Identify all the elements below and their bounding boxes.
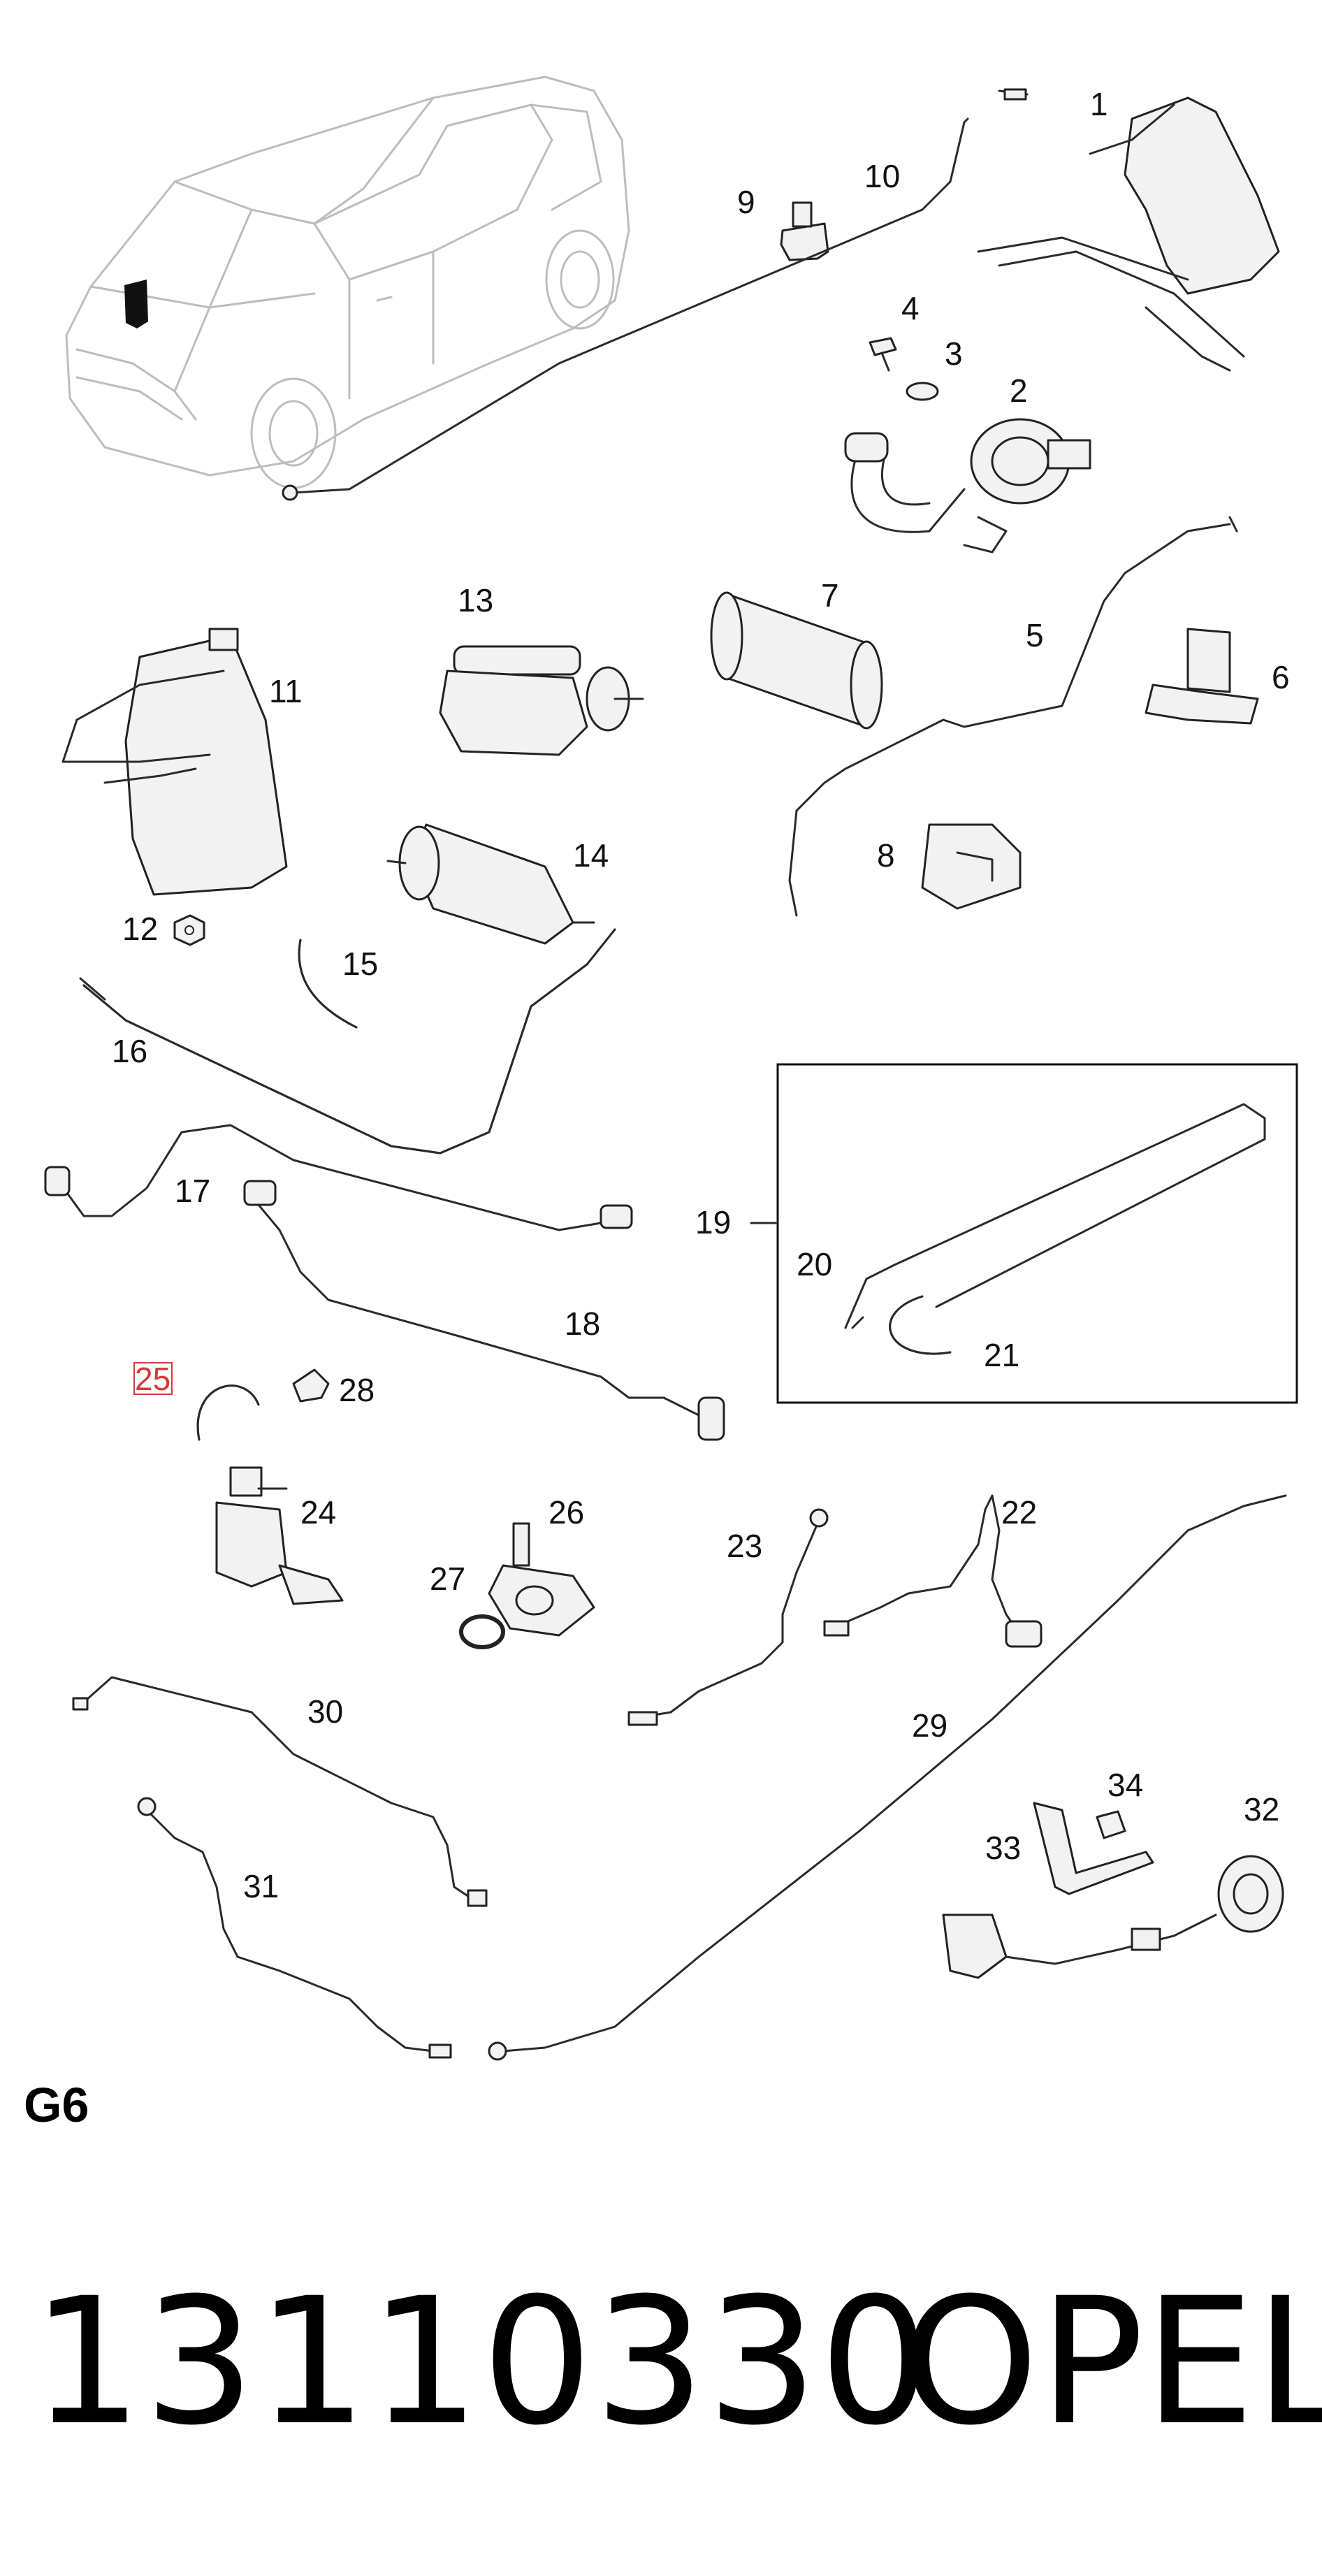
callout-24: 24 <box>300 1494 336 1531</box>
callout-29: 29 <box>912 1707 947 1744</box>
part-3-washer <box>906 382 939 401</box>
callout-33: 33 <box>985 1830 1021 1866</box>
callout-22: 22 <box>1001 1494 1037 1531</box>
callout-30: 30 <box>307 1693 343 1730</box>
part-16-pipe <box>79 928 616 1155</box>
location-marker-icon <box>124 280 148 328</box>
part-32-sensor <box>942 1855 1284 1979</box>
callout-3: 3 <box>945 335 963 372</box>
part-23-pipe <box>627 1508 829 1726</box>
callout-2: 2 <box>1010 372 1028 409</box>
group-code: G6 <box>24 2078 89 2132</box>
part-1-canister <box>977 88 1280 372</box>
part-12-nut <box>173 914 205 946</box>
part-8-clip <box>921 823 1022 910</box>
callout-25-highlight <box>133 1362 173 1395</box>
callout-31: 31 <box>243 1868 279 1904</box>
callout-26: 26 <box>549 1494 584 1531</box>
callout-4: 4 <box>901 290 920 326</box>
part-13-solenoid <box>439 645 644 756</box>
part-6-bracket <box>1145 628 1259 725</box>
group-19-box <box>750 1063 1298 1404</box>
callout-15: 15 <box>342 946 378 982</box>
callout-28: 28 <box>339 1372 375 1408</box>
part-34-screw <box>1096 1810 1126 1839</box>
callout-10: 10 <box>864 158 900 194</box>
callout-8: 8 <box>877 837 895 874</box>
part-24-valve <box>215 1466 344 1605</box>
part-29-pipe <box>488 1494 1287 2061</box>
callout-32: 32 <box>1244 1791 1279 1828</box>
part-2-valve <box>844 418 1091 553</box>
callout-20: 20 <box>797 1246 832 1282</box>
callout-12: 12 <box>122 911 158 947</box>
callout-25: 25 <box>135 1361 170 1397</box>
part-30-pipe <box>72 1676 488 1907</box>
callout-11: 11 <box>269 673 303 709</box>
part-7-filter <box>710 591 883 730</box>
callout-23: 23 <box>727 1528 762 1564</box>
callout-17: 17 <box>175 1173 210 1209</box>
callout-16: 16 <box>112 1033 147 1069</box>
brand-name: OPEL <box>901 2260 1322 2463</box>
vehicle-illustration <box>65 75 630 489</box>
callout-21: 21 <box>984 1337 1019 1373</box>
callout-7: 7 <box>821 577 839 614</box>
callout-13: 13 <box>458 582 493 618</box>
callout-9: 9 <box>737 184 755 220</box>
callout-27: 27 <box>430 1561 465 1597</box>
part-25-hose <box>196 1384 260 1441</box>
part-27-o-ring <box>459 1614 505 1649</box>
callout-5: 5 <box>1026 617 1044 653</box>
part-18-pipe <box>243 1180 725 1441</box>
callout-6: 6 <box>1272 659 1290 695</box>
parts-diagram: 1 2 3 4 5 6 7 8 9 10 11 12 13 14 15 16 1… <box>44 75 1298 2061</box>
callout-labels: 1 2 3 4 5 6 7 8 9 10 11 12 13 14 15 16 1… <box>112 86 1290 1904</box>
part-9-clip <box>780 201 829 261</box>
callout-19: 19 <box>695 1204 731 1240</box>
callout-1: 1 <box>1090 86 1108 122</box>
part-14-filter <box>386 823 595 945</box>
callout-18: 18 <box>565 1305 600 1342</box>
part-22-pipe <box>823 1494 1043 1648</box>
part-31-pipe <box>137 1797 452 2059</box>
callout-34: 34 <box>1107 1767 1143 1803</box>
part-number: 13110330 <box>31 2260 932 2463</box>
part-15-hose <box>298 939 358 1029</box>
part-17-pipe <box>44 1124 633 1231</box>
part-33-bracket <box>1033 1802 1154 1895</box>
part-10-pipe <box>282 117 969 501</box>
part-28-clip <box>292 1368 330 1403</box>
part-11-canister <box>61 628 288 896</box>
part-5-pipe <box>788 516 1238 917</box>
callout-14: 14 <box>573 837 609 874</box>
part-4-bolt <box>869 337 897 372</box>
part-26-flange <box>488 1522 595 1637</box>
